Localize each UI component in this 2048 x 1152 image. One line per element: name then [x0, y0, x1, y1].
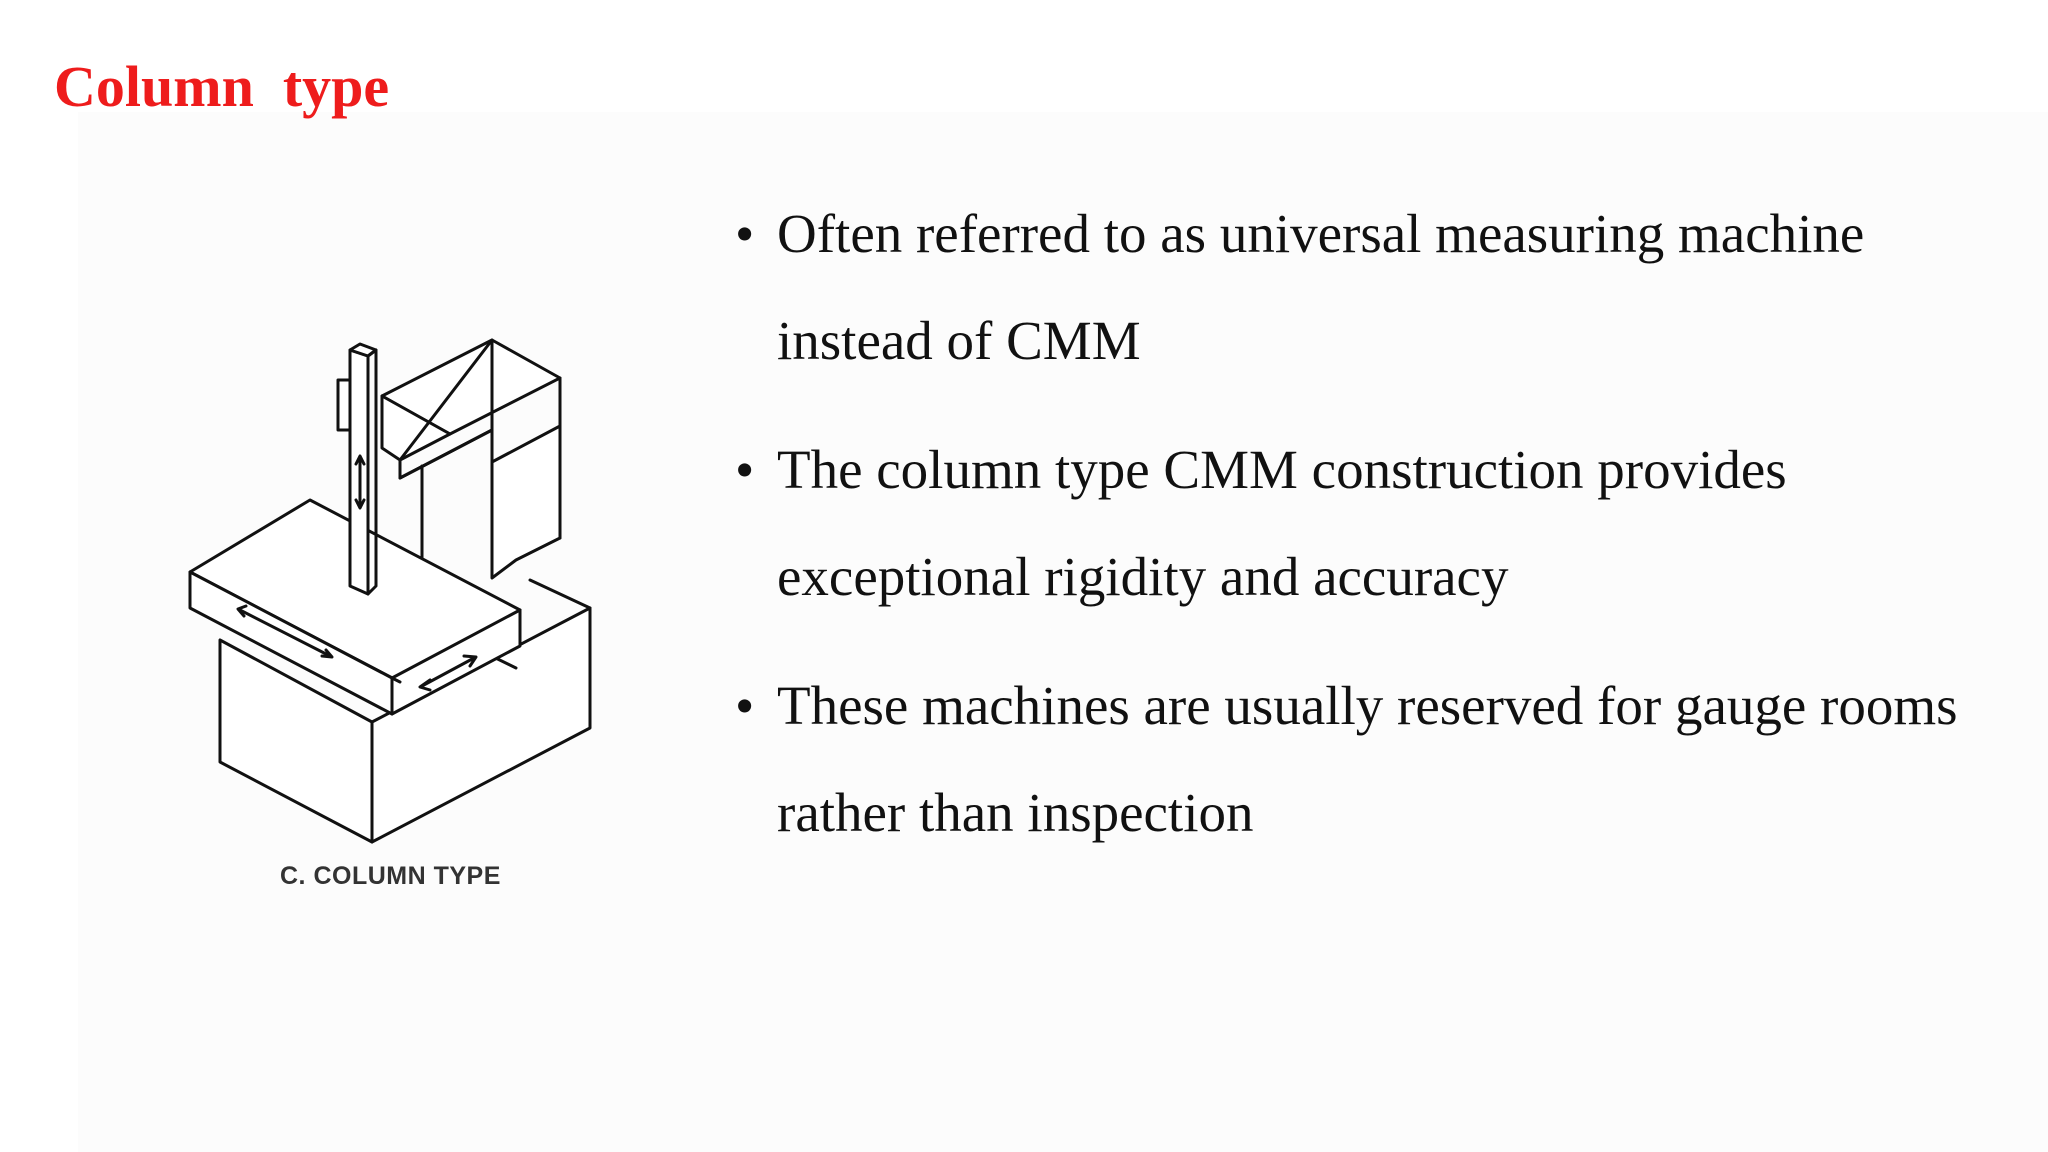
probe-ram — [336, 342, 378, 596]
column-type-cmm-drawing — [188, 338, 592, 844]
bullet-item: • Often referred to as universal measuri… — [735, 180, 1995, 394]
base-block — [218, 578, 592, 844]
column-frame — [380, 338, 562, 670]
figure-caption: C. COLUMN TYPE — [280, 862, 501, 890]
slide-title: Column type — [54, 54, 390, 119]
column-type-cmm-figure — [160, 270, 620, 910]
bullet-symbol: • — [735, 439, 755, 500]
bullet-text: The column type CMM construction provide… — [777, 439, 1787, 607]
bullet-list: • Often referred to as universal measuri… — [735, 180, 1995, 888]
bullet-item: • These machines are usually reserved fo… — [735, 652, 1995, 866]
bullet-item: • The column type CMM construction provi… — [735, 416, 1995, 630]
bullet-text: Often referred to as universal measuring… — [777, 203, 1865, 371]
bullet-symbol: • — [735, 203, 755, 264]
bullet-symbol: • — [735, 675, 755, 736]
work-table — [188, 498, 522, 716]
bullet-text: These machines are usually reserved for … — [777, 675, 1958, 843]
